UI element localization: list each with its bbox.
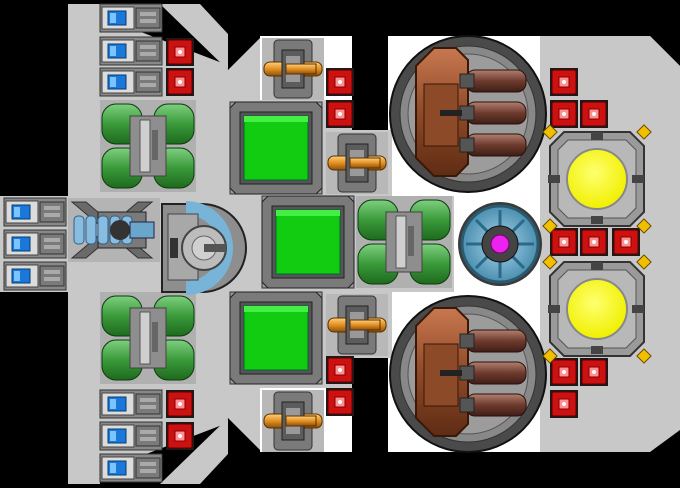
armor-block-icon[interactable] bbox=[166, 422, 194, 450]
armor-block-icon[interactable] bbox=[166, 38, 194, 66]
armor-block-icon[interactable] bbox=[166, 68, 194, 96]
fuel-tank-icon[interactable] bbox=[100, 292, 196, 384]
armor-block-icon[interactable] bbox=[612, 228, 640, 256]
armor-block-icon[interactable] bbox=[550, 228, 578, 256]
armor-block-icon[interactable] bbox=[326, 388, 354, 416]
small-gun-icon[interactable] bbox=[262, 38, 324, 100]
small-gun-icon[interactable] bbox=[326, 294, 388, 356]
armor-block-icon[interactable] bbox=[326, 68, 354, 96]
armor-block-icon[interactable] bbox=[166, 390, 194, 418]
cannon-turret-icon[interactable] bbox=[389, 35, 547, 193]
armor-block-icon[interactable] bbox=[580, 100, 608, 128]
battery-icon[interactable] bbox=[3, 197, 67, 227]
battery-icon[interactable] bbox=[99, 453, 163, 483]
engine-thruster-icon[interactable] bbox=[68, 198, 160, 262]
armor-block-icon[interactable] bbox=[550, 358, 578, 386]
fuel-tank-icon[interactable] bbox=[100, 100, 196, 192]
battery-icon[interactable] bbox=[3, 229, 67, 259]
battery-icon[interactable] bbox=[99, 389, 163, 419]
fuel-tank-icon[interactable] bbox=[356, 196, 452, 288]
armor-block-icon[interactable] bbox=[580, 228, 608, 256]
armor-block-icon[interactable] bbox=[550, 390, 578, 418]
battery-icon[interactable] bbox=[99, 67, 163, 97]
reactor-icon[interactable] bbox=[458, 202, 542, 286]
armor-block-icon[interactable] bbox=[326, 356, 354, 384]
small-gun-icon[interactable] bbox=[326, 132, 388, 194]
cockpit-icon[interactable] bbox=[161, 201, 247, 295]
armor-block-icon[interactable] bbox=[550, 68, 578, 96]
generator-icon[interactable] bbox=[229, 291, 323, 385]
armor-block-icon[interactable] bbox=[326, 100, 354, 128]
battery-icon[interactable] bbox=[99, 36, 163, 66]
battery-icon[interactable] bbox=[99, 3, 163, 33]
shield-core-icon[interactable] bbox=[542, 254, 652, 364]
generator-icon[interactable] bbox=[229, 101, 323, 195]
cannon-turret-icon[interactable] bbox=[389, 295, 547, 453]
armor-block-icon[interactable] bbox=[550, 100, 578, 128]
battery-icon[interactable] bbox=[99, 421, 163, 451]
shield-core-icon[interactable] bbox=[542, 124, 652, 234]
generator-icon[interactable] bbox=[261, 195, 355, 289]
battery-icon[interactable] bbox=[3, 261, 67, 291]
small-gun-icon[interactable] bbox=[262, 390, 324, 452]
armor-block-icon[interactable] bbox=[580, 358, 608, 386]
